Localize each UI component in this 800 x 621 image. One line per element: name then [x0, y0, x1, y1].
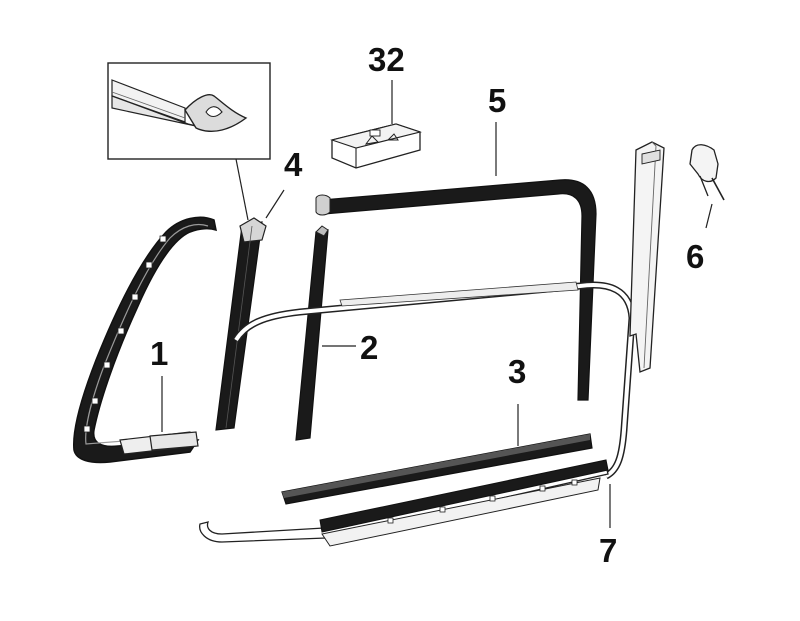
- part-7-outer-moulding: [199, 459, 611, 547]
- window-frame: [233, 281, 636, 480]
- pillar-trim: [629, 141, 665, 373]
- part-5-upper-seal: [315, 122, 597, 401]
- part-1-quarter-seal: [73, 216, 217, 464]
- callout-7: 7: [599, 532, 618, 569]
- part-6-clip: [689, 144, 725, 229]
- callout-32: 32: [368, 41, 405, 78]
- detail-inset: [107, 62, 271, 221]
- callout-2: 2: [360, 329, 379, 366]
- callout-5: 5: [488, 82, 507, 119]
- part-32-clip: [330, 80, 422, 169]
- callout-4: 4: [284, 146, 303, 183]
- part-4-front-seal: [215, 189, 285, 431]
- part-3-belt-seal: [281, 404, 593, 505]
- callout-3: 3: [508, 353, 527, 390]
- callout-1: 1: [150, 335, 169, 372]
- callout-6: 6: [686, 238, 705, 275]
- part-2-run-channel: [295, 225, 356, 441]
